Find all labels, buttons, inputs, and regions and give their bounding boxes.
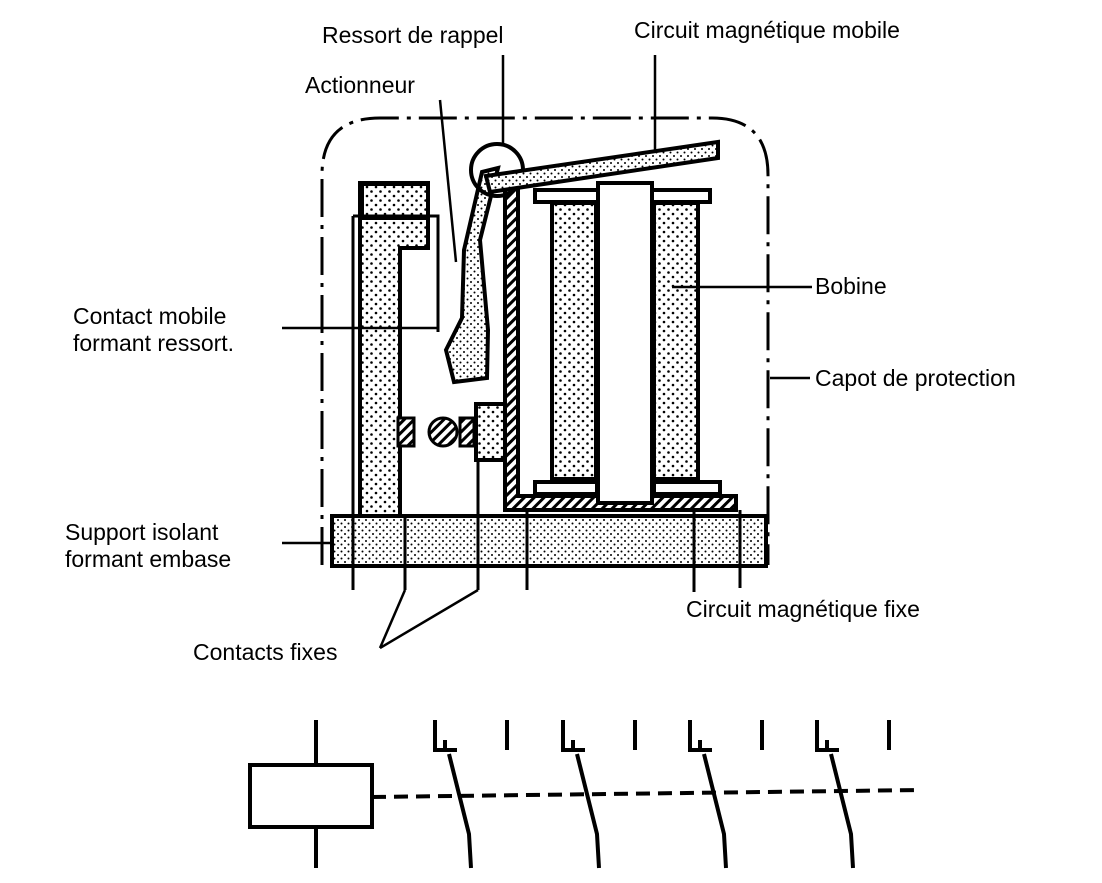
- actuator: [443, 165, 501, 385]
- label-ressort-de-rappel: Ressort de rappel: [322, 22, 504, 48]
- left-support-column: [358, 181, 430, 518]
- common-blade: [447, 753, 473, 869]
- label-capot-de-protection: Capot de protection: [815, 365, 1016, 391]
- coil-symbol: [248, 763, 374, 829]
- label-circuit-magnetique-fixe: Circuit magnétique fixe: [686, 596, 920, 622]
- mechanical-link-dashed: [371, 788, 921, 799]
- fixed-contact-lead-inner: [353, 214, 440, 332]
- nc-terminal: [561, 720, 585, 752]
- changeover-contact: [561, 720, 637, 869]
- label-contact-mobile-1: Contact mobile: [73, 303, 226, 329]
- relay-schematic: [248, 720, 921, 868]
- common-blade: [829, 753, 855, 869]
- label-circuit-magnetique-mobile: Circuit magnétique mobile: [634, 17, 900, 43]
- moving-contact: [427, 416, 459, 448]
- right-contact-block: [474, 402, 508, 462]
- leader-contacts-fixes-2: [379, 588, 479, 650]
- coil-winding-right: [652, 201, 700, 481]
- coil-bottom-flange-left: [533, 480, 599, 496]
- insulating-base: [330, 514, 768, 568]
- schematic-contacts: [433, 720, 891, 869]
- nc-terminal: [433, 720, 457, 752]
- fixed-contact-left: [396, 416, 416, 448]
- changeover-contact: [688, 720, 764, 869]
- protective-cover: [320, 116, 770, 565]
- common-blade: [702, 753, 728, 869]
- coil-bottom-flange-right: [652, 480, 722, 496]
- label-bobine: Bobine: [815, 273, 887, 299]
- fixed-contact-right: [458, 416, 476, 448]
- label-support-isolant-1: Support isolant: [65, 519, 219, 545]
- coil-winding-left: [550, 201, 598, 481]
- nc-terminal: [815, 720, 839, 752]
- changeover-contact: [815, 720, 891, 869]
- leader-actionneur: [438, 99, 458, 263]
- mobile-armature: [483, 139, 720, 195]
- column-cap: [360, 182, 430, 220]
- changeover-contact: [433, 720, 509, 869]
- label-contact-mobile-2: formant ressort.: [73, 330, 234, 356]
- nc-terminal: [688, 720, 712, 752]
- label-actionneur: Actionneur: [305, 72, 415, 98]
- common-blade: [575, 753, 601, 869]
- coil-core: [596, 181, 654, 505]
- leader-contacts-fixes-1: [378, 589, 407, 649]
- label-contacts-fixes: Contacts fixes: [193, 639, 337, 665]
- leader-lines: [282, 55, 812, 650]
- label-support-isolant-2: formant embase: [65, 546, 231, 572]
